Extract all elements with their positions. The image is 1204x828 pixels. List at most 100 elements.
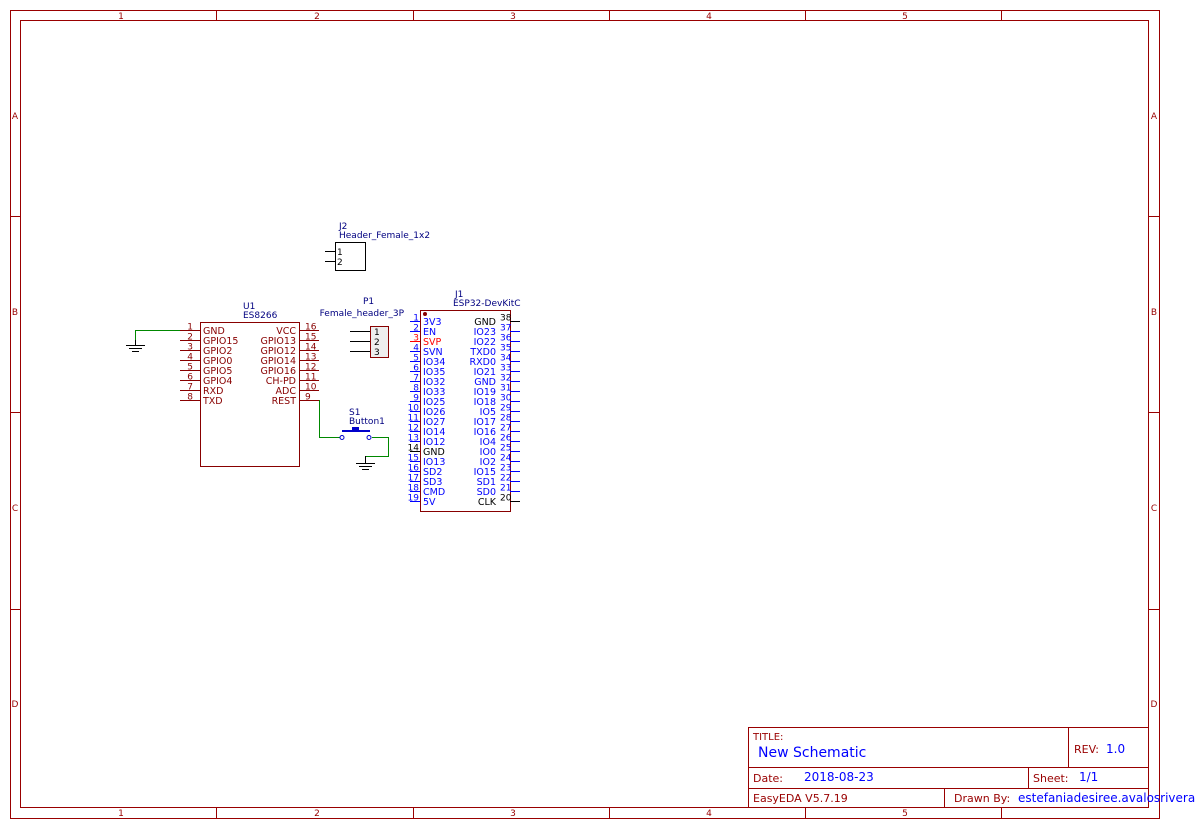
column-label: 5 (902, 12, 908, 22)
p1-value: Female_header_3P (320, 309, 405, 319)
j1-pin-number: 35 (500, 344, 511, 354)
j1-pin-number: 11 (408, 414, 419, 424)
j2-ref: J2 (338, 222, 347, 232)
p1-ref: P1 (363, 297, 374, 307)
j1-pin-name: SD3 (423, 477, 442, 488)
row-label: D (1151, 700, 1158, 710)
j1-pin-number: 13 (408, 434, 419, 444)
j1-pin-number: 32 (500, 374, 511, 384)
u1-pin-name: ADC (276, 386, 297, 397)
j1-pin-number: 10 (408, 404, 420, 414)
j1-pin-number: 3 (413, 334, 419, 344)
ground-symbol-icon[interactable] (356, 456, 375, 470)
ground-symbol-icon[interactable] (126, 340, 145, 352)
date-label: Date: (753, 772, 783, 785)
u1-pin-number: 2 (187, 333, 193, 343)
j1-pin-name: GND (423, 447, 445, 458)
j1-pin-number: 4 (413, 344, 419, 354)
rev-label: REV: (1074, 743, 1099, 756)
u1-pin-name: VCC (276, 326, 296, 337)
row-label: B (12, 308, 18, 318)
j1-pin-number: 16 (408, 464, 420, 474)
j1-pin-number: 5 (413, 354, 419, 364)
j1-pin-name: RXD0 (470, 357, 496, 368)
sheet-value[interactable]: 1/1 (1079, 770, 1098, 784)
drawn-by-label: Drawn By: (954, 792, 1010, 805)
j1-pin-number: 6 (413, 364, 419, 374)
j1-pin-name: IO4 (480, 437, 496, 448)
u1-pin-name: REST (272, 396, 297, 407)
j1-pin-number: 23 (500, 464, 511, 474)
u1-pin-name: GPIO12 (261, 346, 296, 357)
u1-ref: U1 (243, 302, 255, 312)
j1-pin-number: 22 (500, 474, 511, 484)
j1-pin-name: 5V (423, 497, 436, 508)
p1-body[interactable] (370, 326, 389, 358)
p1-pin-2: 2 (374, 338, 380, 348)
j1-pin-number: 19 (408, 494, 420, 504)
j1-pin-name: SVP (423, 337, 442, 348)
u1-pin-name: GPIO14 (261, 356, 296, 367)
j1-pin-name: IO2 (480, 457, 496, 468)
u1-pin-number: 5 (187, 363, 193, 373)
rev-value[interactable]: 1.0 (1106, 742, 1125, 756)
column-label: 4 (706, 12, 712, 22)
u1-body[interactable] (200, 322, 300, 467)
j1-pin-name: IO22 (474, 337, 496, 348)
column-label: 3 (510, 809, 516, 819)
column-label: 4 (706, 809, 712, 819)
s1-value: Button1 (349, 417, 385, 427)
title-label: TITLE: (752, 732, 783, 743)
wire-u1-gnd[interactable] (135, 330, 181, 346)
j1-ref: J1 (454, 290, 463, 300)
u1-pin-name: GPIO13 (261, 336, 296, 347)
u1-pin-number: 6 (187, 373, 193, 383)
j1-pin-name: IO33 (423, 387, 445, 398)
column-label: 1 (118, 12, 124, 22)
j1-pin-number: 17 (408, 474, 419, 484)
j2-pin-1: 1 (337, 248, 343, 258)
s1-ref: S1 (349, 408, 360, 418)
j1-pin-name: IO27 (423, 417, 445, 428)
wire-rest-button[interactable] (319, 400, 340, 438)
j1-pin-number: 24 (500, 454, 512, 464)
j1-value: ESP32-DevKitC (453, 299, 521, 309)
column-label: 5 (902, 809, 908, 819)
j1-pin-number: 14 (408, 444, 420, 454)
j1-pin-name: CMD (423, 487, 445, 498)
j1-pin-number: 34 (500, 354, 512, 364)
u1-pin-number: 7 (187, 383, 193, 393)
j1-pin-name: TXD0 (469, 347, 496, 358)
u1-pin-name: CH-PD (266, 376, 296, 387)
j1-pin-name: GND (474, 377, 496, 388)
j1-pin-number: 30 (500, 394, 512, 404)
u1-pin-number: 4 (187, 353, 193, 363)
title-value[interactable]: New Schematic (758, 745, 866, 761)
component-j2-header[interactable]: J2 Header_Female_1x2 1 2 (325, 222, 430, 271)
title-block: TITLE: New Schematic REV: 1.0 Date: 2018… (748, 727, 1195, 808)
j1-pin-number: 25 (500, 444, 511, 454)
j1-pin-name: IO15 (474, 467, 496, 478)
j2-body[interactable] (335, 242, 366, 271)
j1-pin-name: IO32 (423, 377, 445, 388)
wire-button-gnd[interactable] (365, 437, 389, 463)
row-label: C (1151, 504, 1157, 514)
j1-pin-number: 7 (413, 374, 419, 384)
j1-pin-name: CLK (478, 497, 497, 508)
j1-pin-name: IO13 (423, 457, 445, 468)
j1-pin-number: 8 (413, 384, 419, 394)
u1-pin-name: GND (203, 326, 225, 337)
u1-pin-number: 14 (305, 343, 317, 353)
j1-pin-number: 15 (408, 454, 419, 464)
drawn-by-value[interactable]: estefaniadesiree.avalosrivera (1018, 791, 1195, 805)
p1-pin-1: 1 (374, 328, 380, 338)
component-p1-header[interactable]: P1 Female_header_3P 1 2 3 (320, 297, 405, 358)
date-value[interactable]: 2018-08-23 (804, 770, 874, 784)
component-s1-button[interactable]: S1 Button1 (339, 408, 385, 440)
u1-pin-number: 16 (305, 323, 317, 333)
u1-pin-number: 13 (305, 353, 316, 363)
